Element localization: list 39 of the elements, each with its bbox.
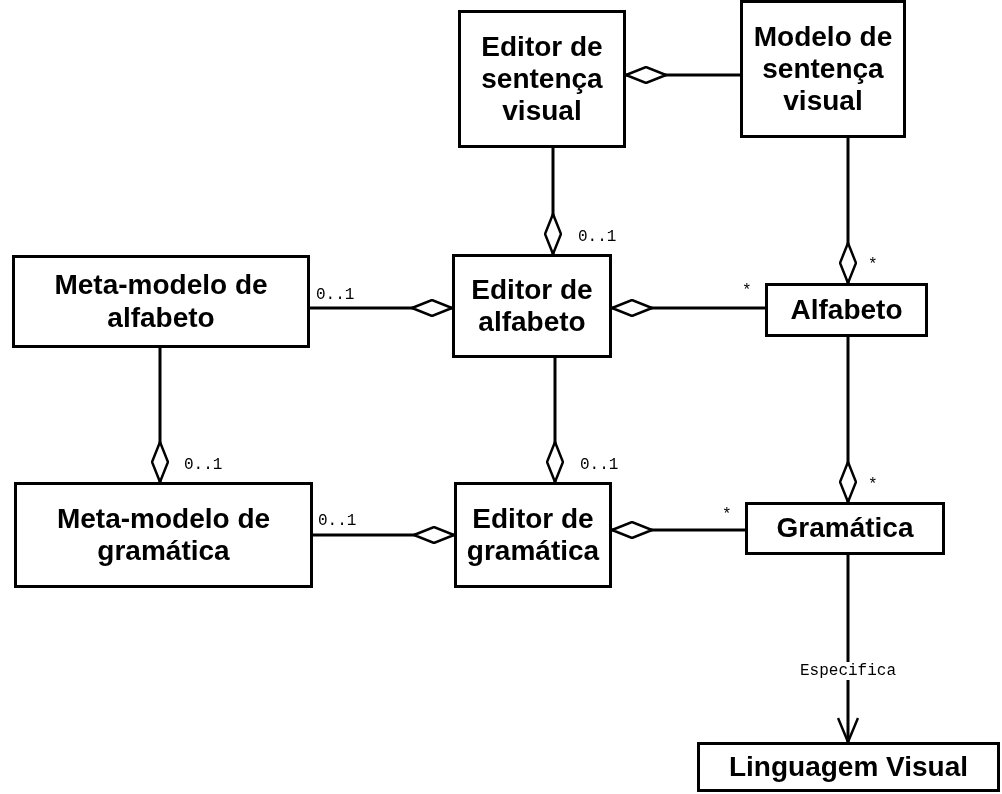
aggregation-line <box>610 298 765 318</box>
aggregation-line <box>313 525 456 545</box>
class-name: Gramática <box>776 512 914 545</box>
class-box <box>697 742 1000 792</box>
class-name: Editor de gramática <box>465 502 601 568</box>
aggregation-line <box>545 358 565 484</box>
aggregation-line <box>610 520 745 540</box>
class-name: Modelo de sentença visual <box>752 20 894 118</box>
class-box <box>14 482 313 588</box>
class-name: Meta-modelo de gramática <box>55 502 272 568</box>
class-box <box>454 482 612 588</box>
edge-label: Especifica <box>798 661 898 680</box>
multiplicity-label: 0..1 <box>184 456 223 474</box>
multiplicity-label: 0..1 <box>578 228 617 246</box>
multiplicity-label: * <box>868 476 878 494</box>
multiplicity-label: 0..1 <box>318 512 357 530</box>
class-box <box>740 0 906 138</box>
arrow <box>836 555 860 744</box>
class-name: Meta-modelo de alfabeto <box>53 269 269 334</box>
multiplicity-label: 0..1 <box>580 456 619 474</box>
aggregation-line <box>838 337 858 504</box>
multiplicity-label: * <box>868 256 878 274</box>
class-name: Editor de alfabeto <box>470 273 594 339</box>
class-box <box>745 502 945 555</box>
class-box <box>452 254 612 358</box>
multiplicity-label: 0..1 <box>316 286 355 304</box>
class-name: Linguagem Visual <box>728 750 969 784</box>
aggregation-line <box>838 138 858 285</box>
class-box <box>12 255 310 348</box>
aggregation-line <box>543 148 563 256</box>
aggregation-line <box>310 298 454 318</box>
aggregation-line <box>624 65 740 85</box>
multiplicity-label: * <box>722 506 732 524</box>
class-box <box>458 10 626 148</box>
class-box <box>765 283 928 337</box>
class-name: Alfabeto <box>790 293 903 327</box>
multiplicity-label: * <box>742 282 752 300</box>
aggregation-line <box>150 348 170 484</box>
class-name: Editor de sentença visual <box>480 30 604 128</box>
